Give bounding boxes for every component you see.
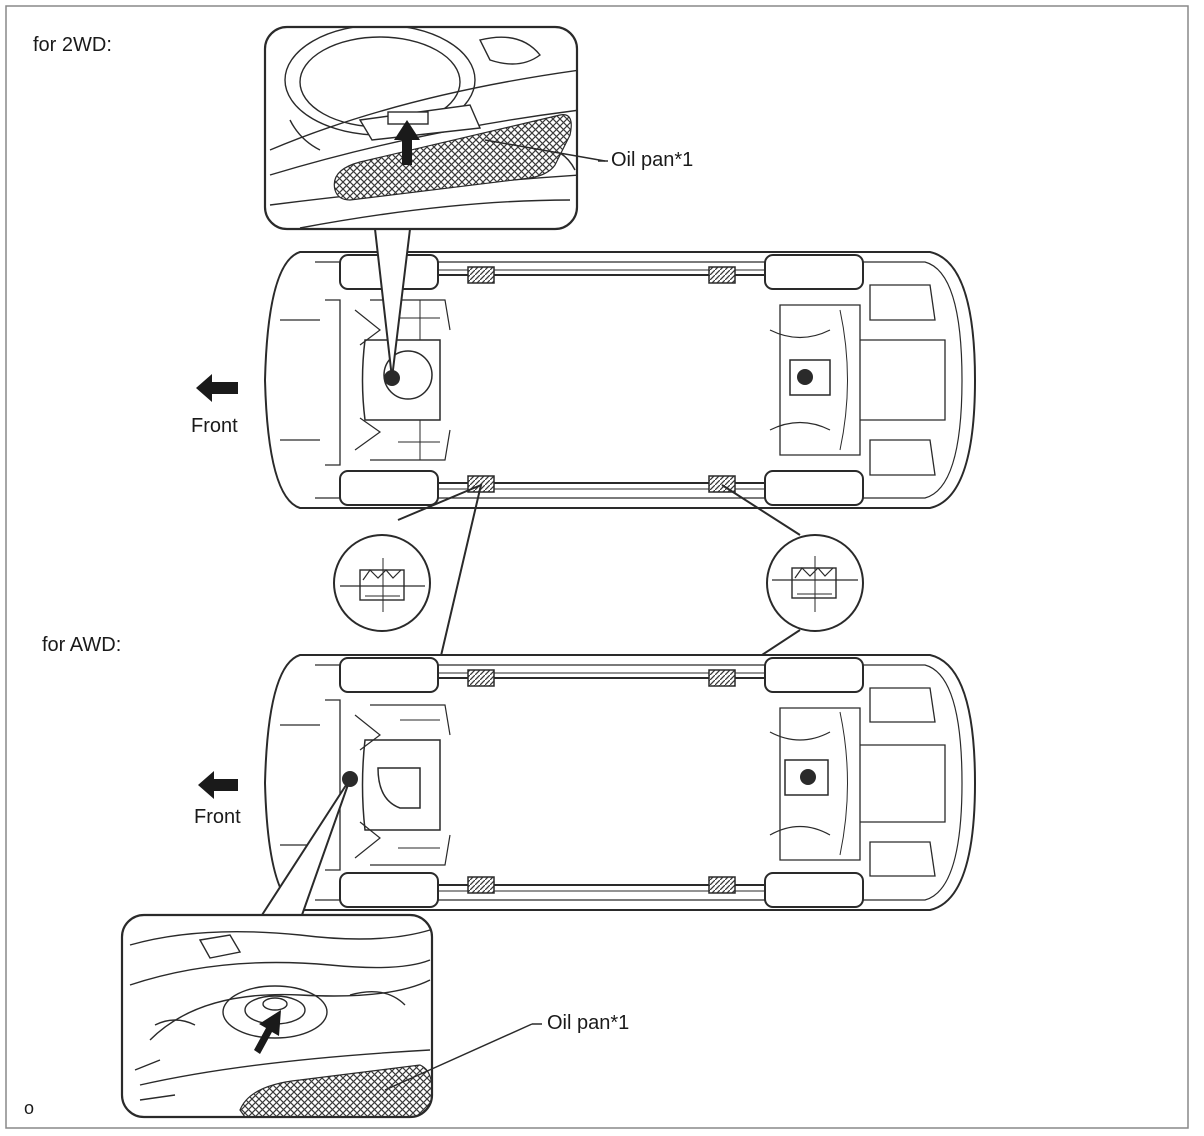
upward-arrow-icon	[254, 1010, 281, 1054]
front-label-awd: Front	[194, 806, 241, 828]
upward-arrow-icon	[394, 120, 420, 165]
lift-point-pad-icon	[467, 669, 495, 687]
lift-point-pad-icon	[467, 266, 495, 284]
front-arrow-icon	[198, 771, 238, 799]
drain-plug-marker-icon	[800, 769, 816, 785]
front-arrow-icon	[196, 374, 238, 402]
car-2wd	[263, 251, 977, 509]
section-label-2wd: for 2WD:	[33, 34, 112, 56]
figure-frame	[5, 5, 1189, 1129]
lift-point-pad-icon	[708, 475, 736, 493]
inset-awd-oil-pan	[120, 778, 542, 1119]
lift-point-pad-icon	[467, 876, 495, 894]
lift-point-pad-icon	[708, 669, 736, 687]
lift-point-detail-left	[333, 483, 483, 677]
lift-point-pad-icon	[708, 876, 736, 894]
oil-pan-callout-2wd: Oil pan*1	[611, 149, 694, 171]
car-awd	[263, 654, 977, 911]
inset-2wd-oil-pan	[263, 25, 606, 379]
drain-plug-marker-icon	[797, 369, 813, 385]
oil-pan-callout-awd: Oil pan*1	[547, 1012, 630, 1034]
figure-id: o	[24, 1098, 35, 1118]
lift-point-detail-right	[721, 484, 864, 677]
front-label-2wd: Front	[191, 415, 238, 437]
lift-point-pad-icon	[708, 266, 736, 284]
section-label-awd: for AWD:	[42, 634, 122, 656]
